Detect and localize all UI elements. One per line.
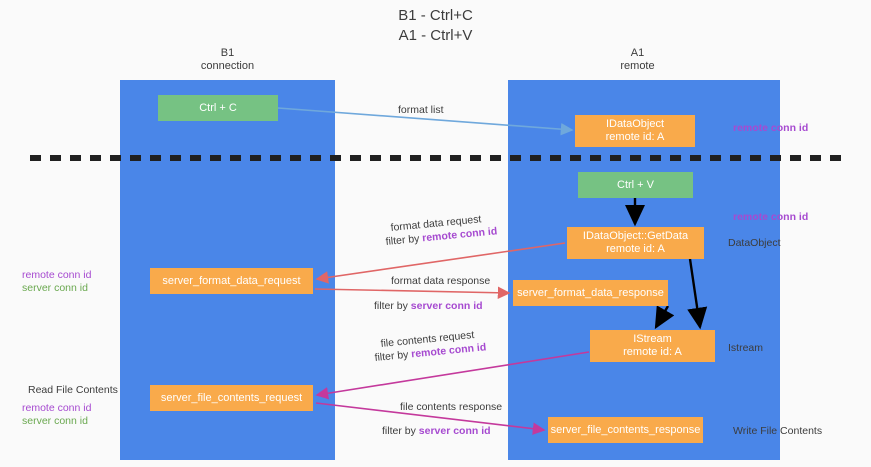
filter-prefix: filter by bbox=[374, 348, 412, 364]
filter-key-server-conn-id: server conn id bbox=[410, 300, 483, 312]
node-server-file-contents-response[interactable]: server_file_contents_response bbox=[548, 417, 703, 443]
node-ctrl-c[interactable]: Ctrl + C bbox=[158, 95, 278, 121]
annotation-read-file-contents: Read File Contents bbox=[28, 384, 118, 396]
node-server-file-contents-request[interactable]: server_file_contents_request bbox=[150, 385, 313, 411]
annotation-remote-conn-id-mid: remote conn id bbox=[733, 211, 809, 223]
annotation-istream: Istream bbox=[728, 342, 764, 354]
section-divider bbox=[30, 155, 845, 161]
diagram-title: B1 - Ctrl+C A1 - Ctrl+V bbox=[398, 7, 473, 44]
filter-prefix: filter by bbox=[385, 232, 423, 248]
node-idataobject[interactable]: IDataObject remote id: A bbox=[575, 115, 695, 147]
edge-label-format-data-response-filter: filter by server conn id bbox=[374, 299, 483, 313]
filter-key-server-conn-id-2: server conn id bbox=[418, 425, 491, 437]
node-istream[interactable]: IStream remote id: A bbox=[590, 330, 715, 362]
node-server-format-data-request[interactable]: server_format_data_request bbox=[150, 268, 313, 294]
node-idataobject-getdata[interactable]: IDataObject::GetData remote id: A bbox=[567, 227, 704, 259]
filter-prefix: filter by bbox=[374, 300, 411, 312]
node-ctrl-v[interactable]: Ctrl + V bbox=[578, 172, 693, 198]
filter-prefix: filter by bbox=[382, 425, 419, 437]
annotation-left-server-conn-id: server conn id bbox=[22, 282, 88, 294]
lane-header-b1: B1 connection bbox=[200, 47, 255, 72]
annotation-remote-conn-id-top: remote conn id bbox=[733, 122, 809, 134]
annotation-write-file-contents: Write File Contents bbox=[733, 425, 823, 437]
edge-label-file-contents-response-filter: filter by server conn id bbox=[382, 424, 491, 438]
node-server-format-data-response[interactable]: server_format_data_response bbox=[513, 280, 668, 306]
annotation-dataobject: DataObject bbox=[728, 237, 781, 249]
edge-label-format-list: format list bbox=[398, 104, 444, 116]
annotation-left-conn-ids-mid: remote conn id server conn id bbox=[22, 269, 91, 295]
annotation-left-remote-conn-id: remote conn id bbox=[22, 269, 92, 281]
edge-label-format-data-response: format data response bbox=[391, 275, 491, 287]
edge-label-file-contents-response: file contents response bbox=[400, 401, 503, 413]
annotation-left-remote-conn-id-2: remote conn id bbox=[22, 402, 92, 414]
annotation-left-server-conn-id-2: server conn id bbox=[22, 415, 88, 427]
lane-header-a1: A1 remote bbox=[620, 47, 655, 72]
annotation-left-conn-ids-bottom: remote conn id server conn id bbox=[22, 402, 91, 428]
